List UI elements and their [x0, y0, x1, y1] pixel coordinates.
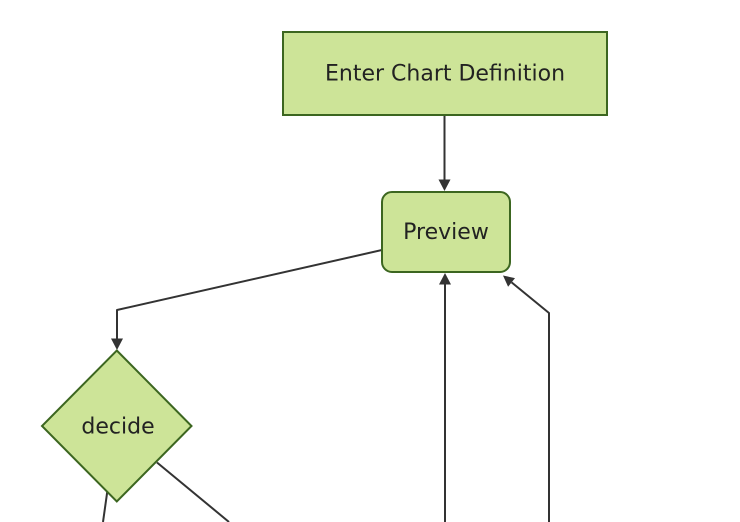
- edge-enter-to-preview: [438, 116, 451, 191]
- node-enter-chart-definition: Enter Chart Definition: [282, 31, 608, 116]
- arrowhead-down-icon: [438, 179, 451, 191]
- edge-preview-to-decide: [111, 249, 383, 350]
- edge-line: [102, 489, 109, 522]
- node-decide: decide: [40, 349, 193, 503]
- node-diamond: [40, 349, 193, 503]
- edge-decide-offscreen-left: [102, 489, 109, 522]
- edge-line: [116, 249, 383, 340]
- node-preview: Preview: [381, 191, 511, 273]
- edge-offscreen-to-preview-vertical: [439, 273, 451, 522]
- node-rounded-rectangle: [381, 191, 511, 273]
- node-rectangle: [282, 31, 608, 116]
- edge-line: [156, 461, 230, 522]
- node-label: Preview: [403, 220, 489, 245]
- node-label: Enter Chart Definition: [325, 62, 565, 87]
- arrowhead-up-icon: [439, 273, 451, 285]
- arrowhead-up-left-icon: [503, 275, 515, 287]
- edge-decide-offscreen-right: [156, 461, 230, 522]
- edge-line: [510, 281, 550, 522]
- arrowhead-down-icon: [111, 338, 123, 350]
- edge-offscreen-to-preview-bent: [503, 275, 550, 522]
- node-label: decide: [81, 415, 154, 440]
